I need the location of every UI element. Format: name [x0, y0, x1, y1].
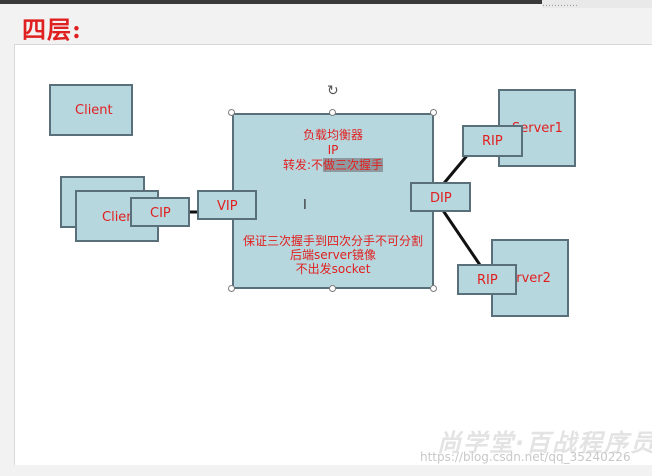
lb-line-3-highlight: 做三次握手 — [323, 158, 384, 172]
client-label: Client — [75, 103, 113, 118]
vip-box[interactable]: VIP — [197, 190, 257, 220]
rotate-handle-icon[interactable]: ↻ — [327, 83, 339, 99]
client-box[interactable]: Client — [49, 84, 133, 136]
lb-line-1: 负载均衡器 — [302, 128, 363, 142]
rip2-box[interactable]: RIP — [457, 264, 517, 295]
resize-handle-br[interactable] — [430, 285, 437, 292]
lb-line-3-prefix: 转发:不 — [282, 158, 324, 172]
window-top-bar — [0, 0, 652, 4]
lb-line-4: 保证三次握手到四次分手不可分割 — [242, 234, 423, 248]
vip-label: VIP — [217, 199, 238, 214]
top-strip: ………… — [542, 0, 652, 8]
watermark-url: https://blog.csdn.net/qq_35240226 — [420, 450, 631, 464]
watermark-logo: 尚学堂·百战程序员 — [437, 429, 652, 457]
cip-box[interactable]: CIP — [130, 197, 190, 227]
resize-handle-tm[interactable] — [329, 109, 336, 116]
lb-line-2: IP — [327, 143, 339, 157]
load-balancer-box[interactable]: 负载均衡器 IP 转发:不做三次握手 保证三次握手到四次分手不可分割 后端ser… — [232, 113, 434, 289]
resize-handle-bm[interactable] — [329, 285, 336, 292]
lb-line-5: 后端server镜像 — [290, 248, 376, 262]
rip1-label: RIP — [482, 134, 503, 149]
resize-handle-tl[interactable] — [228, 109, 235, 116]
page-title: 四层: — [22, 15, 82, 44]
cip-label: CIP — [150, 206, 171, 221]
server1-label: Server1 — [512, 121, 563, 136]
resize-handle-tr[interactable] — [430, 109, 437, 116]
text-cursor-icon: I — [303, 198, 307, 213]
rip2-label: RIP — [477, 273, 498, 288]
resize-handle-bl[interactable] — [228, 285, 235, 292]
dip-box[interactable]: DIP — [410, 182, 471, 212]
lb-line-6: 不出发socket — [295, 262, 371, 276]
lb-line-3: 转发:不做三次握手 — [234, 158, 432, 172]
dip-label: DIP — [430, 191, 452, 206]
rip1-box[interactable]: RIP — [462, 125, 523, 157]
